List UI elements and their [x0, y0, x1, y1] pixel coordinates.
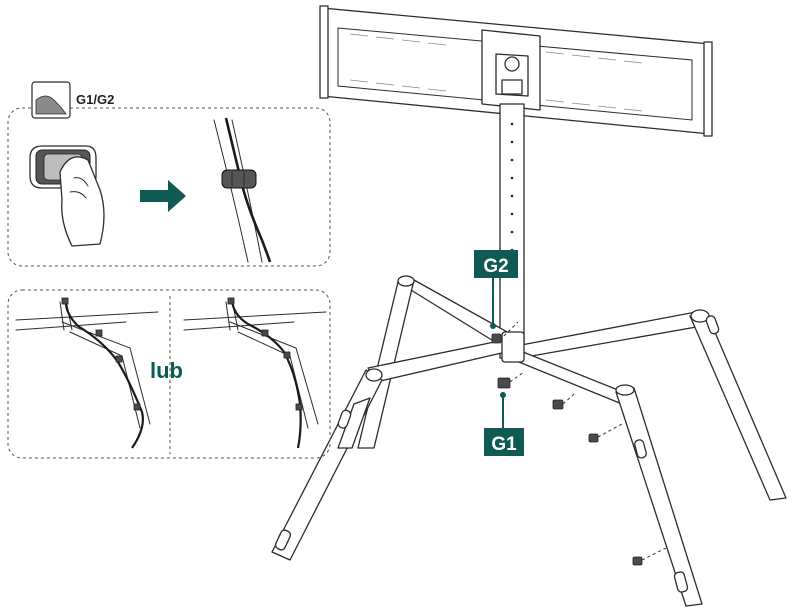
alternative-label: lub	[150, 358, 183, 383]
g2-label: G2	[483, 256, 508, 277]
callout-g2: G2	[474, 250, 518, 329]
stand-cable-clips	[491, 321, 667, 566]
stand-legs	[271, 275, 787, 607]
tv-mount-bracket	[319, 5, 713, 137]
clip-peel-illustration	[29, 145, 105, 247]
arrow-right-icon	[140, 180, 186, 212]
adhesive-instruction-panel: G1/G2	[7, 81, 331, 267]
routing-option-left	[15, 297, 159, 449]
adhesive-sticker-icon	[31, 81, 71, 119]
cable-routing-panel: lub	[7, 289, 331, 459]
callout-g1: G1	[484, 392, 524, 456]
center-pole	[499, 103, 525, 359]
sticker-label: G1/G2	[76, 92, 114, 107]
cable-clip-closeup	[213, 117, 272, 263]
routing-option-right	[183, 297, 327, 449]
g1-label: G1	[491, 434, 517, 455]
